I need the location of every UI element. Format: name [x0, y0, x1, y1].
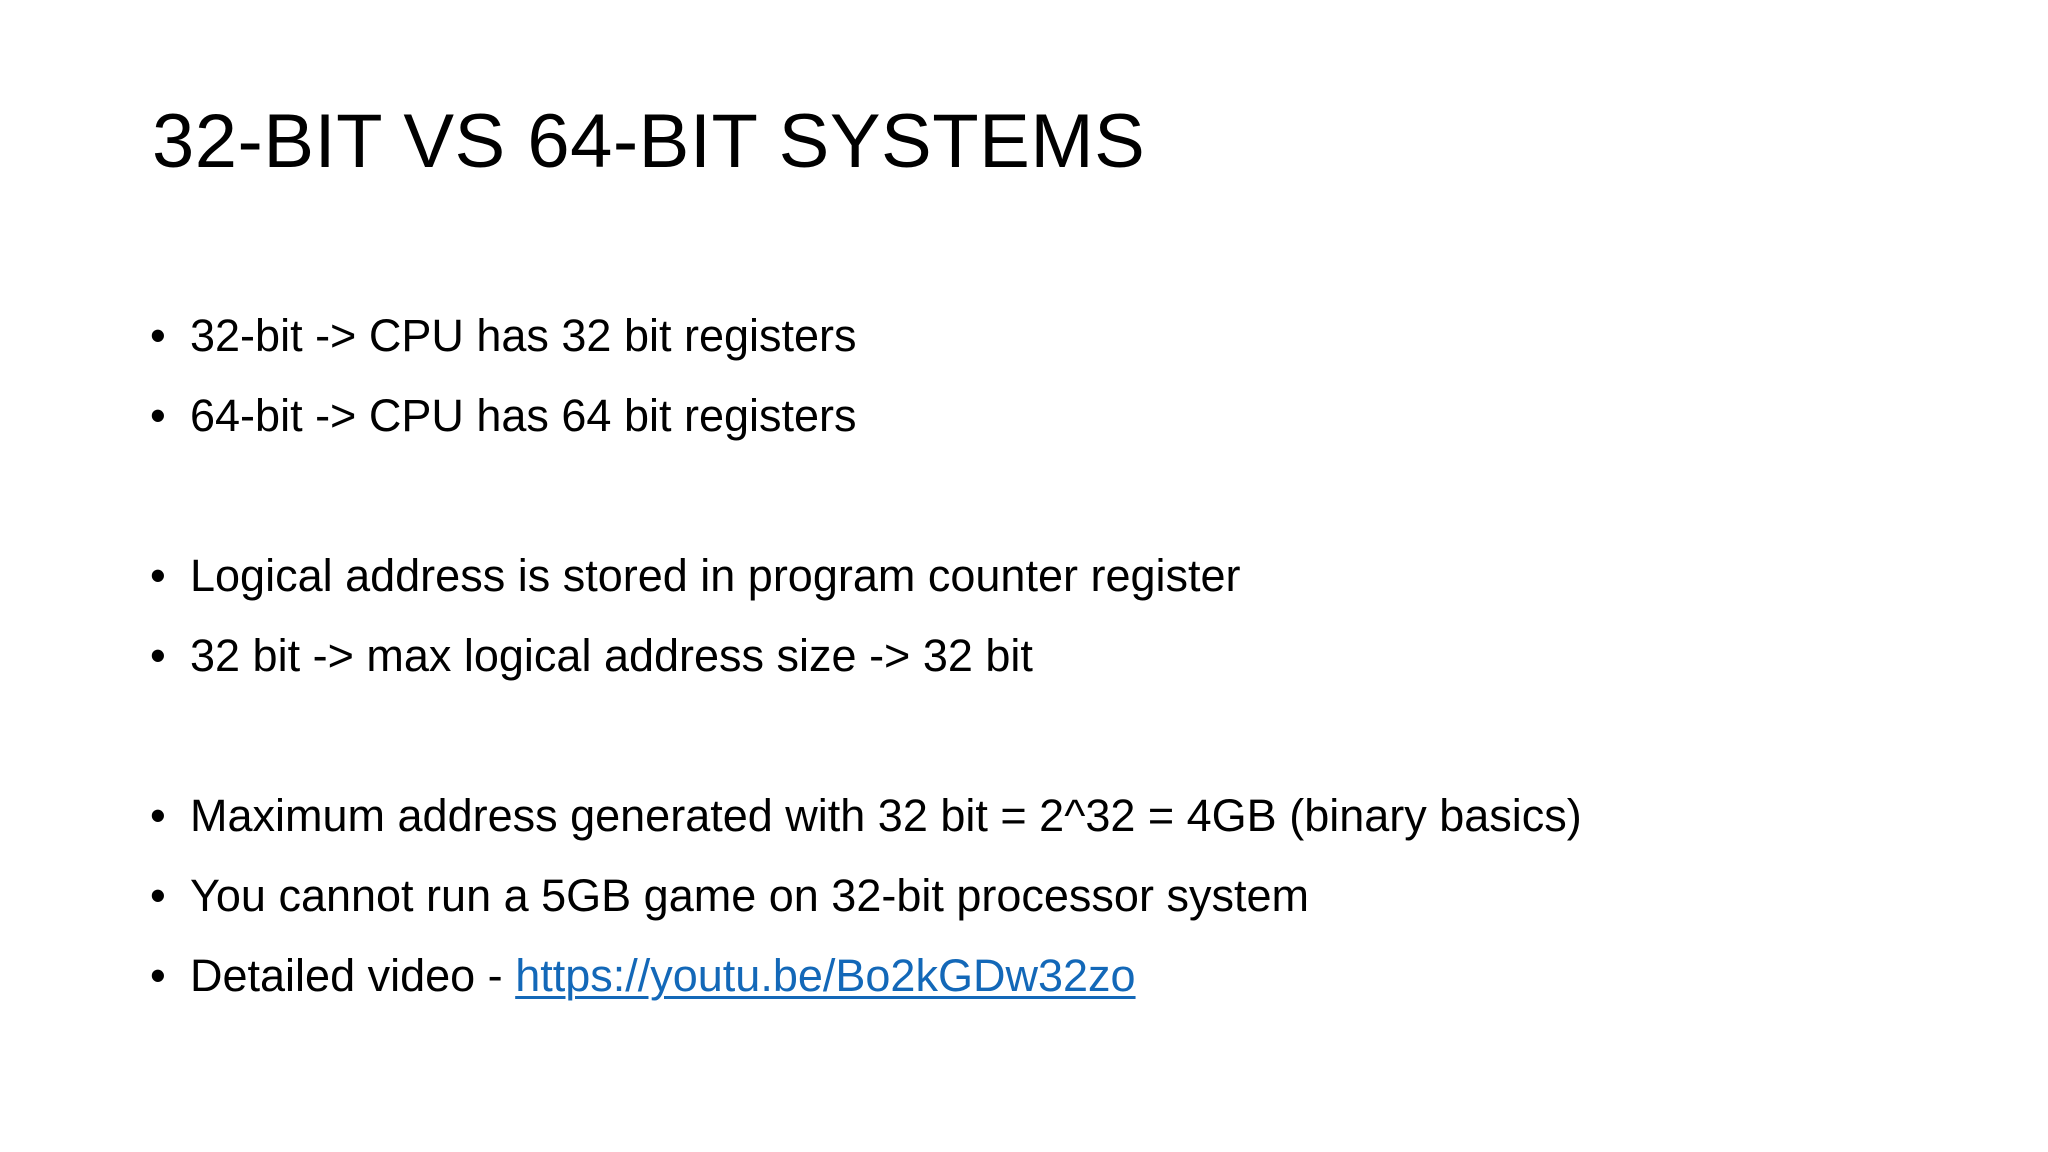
- bullet-point-icon: •: [150, 310, 166, 361]
- list-item: • 32-bit -> CPU has 32 bit registers: [150, 296, 1950, 376]
- bullet-point-icon: •: [150, 390, 166, 441]
- bullet-text: 64-bit -> CPU has 64 bit registers: [190, 390, 857, 441]
- bullet-text: Logical address is stored in program cou…: [190, 550, 1241, 601]
- paragraph-spacer: [150, 456, 1950, 536]
- bullet-text: Detailed video - https://youtu.be/Bo2kGD…: [190, 936, 1136, 1016]
- paragraph-spacer: [150, 696, 1950, 776]
- bullet-point-icon: •: [150, 950, 166, 1001]
- bullet-point-icon: •: [150, 790, 166, 841]
- list-item: • 32 bit -> max logical address size -> …: [150, 616, 1950, 696]
- bullet-text: You cannot run a 5GB game on 32-bit proc…: [190, 870, 1309, 921]
- list-item: • You cannot run a 5GB game on 32-bit pr…: [150, 856, 1950, 936]
- youtube-video-link[interactable]: https://youtu.be/Bo2kGDw32zo: [515, 950, 1136, 1001]
- slide-title: 32-BIT VS 64-BIT SYSTEMS: [152, 99, 1146, 184]
- bullet-point-icon: •: [150, 550, 166, 601]
- bullet-group-registers: • 32-bit -> CPU has 32 bit registers • 6…: [150, 296, 1950, 456]
- bullet-group-logical-address: • Logical address is stored in program c…: [150, 536, 1950, 696]
- slide-body: • 32-bit -> CPU has 32 bit registers • 6…: [150, 296, 1950, 1016]
- bullet-text-prefix: Detailed video -: [190, 950, 516, 1001]
- bullet-text: 32-bit -> CPU has 32 bit registers: [190, 310, 857, 361]
- list-item: • 64-bit -> CPU has 64 bit registers: [150, 376, 1950, 456]
- list-item-with-link: • Detailed video - https://youtu.be/Bo2k…: [150, 936, 1950, 1016]
- bullet-point-icon: •: [150, 630, 166, 681]
- list-item: • Logical address is stored in program c…: [150, 536, 1950, 616]
- bullet-text: Maximum address generated with 32 bit = …: [190, 790, 1582, 841]
- bullet-point-icon: •: [150, 870, 166, 921]
- list-item: • Maximum address generated with 32 bit …: [150, 776, 1950, 856]
- bullet-text: 32 bit -> max logical address size -> 32…: [190, 630, 1033, 681]
- bullet-group-max-address: • Maximum address generated with 32 bit …: [150, 776, 1950, 1016]
